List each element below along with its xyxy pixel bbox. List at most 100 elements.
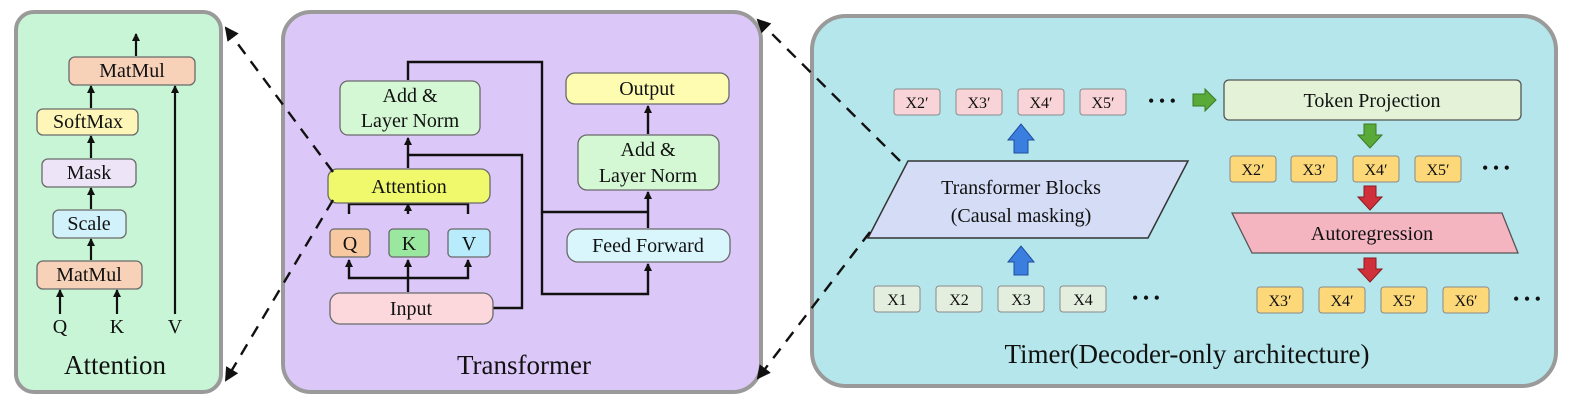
input-token-row: X1 X2 X3 X4 • • • xyxy=(873,285,1160,313)
output-token xyxy=(893,88,941,116)
next-token-label: X4′ xyxy=(1330,293,1353,310)
output-token-label: X5′ xyxy=(1091,95,1114,112)
matmul-top-box xyxy=(68,56,196,86)
projected-token xyxy=(1229,155,1277,183)
input-token-label: X4 xyxy=(1073,292,1093,309)
add-norm-left-box xyxy=(339,80,481,136)
scale-label: Scale xyxy=(67,213,110,235)
residual-top-line xyxy=(406,60,648,214)
add-norm-right-box xyxy=(577,134,720,191)
input-token xyxy=(997,285,1045,313)
next-ellipsis: • • • xyxy=(1513,289,1541,309)
transformer-panel: Add & Layer Norm Attention Q K V Input O… xyxy=(281,10,763,394)
zoom-connectors xyxy=(224,18,901,382)
q-box xyxy=(329,228,371,258)
v-label: V xyxy=(462,233,477,255)
scale-box xyxy=(52,209,127,239)
next-token-label: X5′ xyxy=(1392,293,1415,310)
projected-ellipsis: • • • xyxy=(1482,158,1510,178)
input-token xyxy=(1059,285,1107,313)
projected-token-row: X2′ X3′ X4′ X5′ • • • xyxy=(1229,155,1510,183)
q-label: Q xyxy=(343,233,358,255)
token-projection-box xyxy=(1223,79,1522,121)
next-token xyxy=(1380,286,1428,314)
projected-token xyxy=(1414,155,1462,183)
transformer-blocks-line1: Transformer Blocks xyxy=(941,177,1101,199)
input-v-line xyxy=(408,259,472,280)
add-norm-right-line2: Layer Norm xyxy=(599,165,698,187)
output-token xyxy=(1079,88,1127,116)
timer-panel-title: Timer(Decoder-only architecture) xyxy=(1004,339,1369,369)
mask-label: Mask xyxy=(67,162,111,184)
output-token-label: X2′ xyxy=(905,95,928,112)
k-box xyxy=(388,228,430,258)
output-token-label: X4′ xyxy=(1029,95,1052,112)
input-ellipsis: • • • xyxy=(1132,288,1160,308)
transformer-panel-title: Transformer xyxy=(457,350,591,380)
autoregression-shape xyxy=(1230,212,1519,254)
softmax-box xyxy=(36,108,139,136)
mask-box xyxy=(41,158,137,188)
attention-box xyxy=(327,168,491,204)
attention-panel-title: Attention xyxy=(64,350,166,380)
ff-input-line xyxy=(540,212,652,296)
projected-token-label: X5′ xyxy=(1426,162,1449,179)
add-norm-left-line2: Layer Norm xyxy=(361,110,460,132)
input-q-line xyxy=(345,259,408,280)
output-token-row: X2′ X3′ X4′ X5′ • • • xyxy=(893,88,1176,116)
add-norm-left-line1: Add & xyxy=(383,85,438,107)
input-token-label: X3 xyxy=(1011,292,1031,309)
input-k-label: K xyxy=(110,316,125,338)
projected-token xyxy=(1290,155,1338,183)
projected-token-label: X3′ xyxy=(1302,162,1325,179)
add-norm-right-line1: Add & xyxy=(621,139,676,161)
attention-panel-bg xyxy=(14,10,223,394)
zoom-line-attention-top xyxy=(224,26,334,173)
next-token xyxy=(1256,286,1304,314)
next-token-label: X3′ xyxy=(1268,293,1291,310)
projected-token-label: X2′ xyxy=(1241,162,1264,179)
feed-forward-label: Feed Forward xyxy=(592,235,704,257)
k-label: K xyxy=(402,233,417,255)
output-box xyxy=(565,72,730,105)
next-token xyxy=(1318,286,1366,314)
input-token xyxy=(873,285,921,313)
input-token-label: X2 xyxy=(949,292,969,309)
red-arrow-down-icon xyxy=(1356,185,1384,211)
matmul-top-label: MatMul xyxy=(99,60,165,82)
next-token-label: X6′ xyxy=(1454,293,1477,310)
input-token-label: X1 xyxy=(887,292,907,309)
red-arrow-down-icon xyxy=(1356,257,1384,283)
next-token-row: X3′ X4′ X5′ X6′ • • • xyxy=(1256,286,1541,314)
output-ellipsis: • • • xyxy=(1148,91,1176,111)
zoom-line-attention-bottom xyxy=(224,199,335,382)
transformer-blocks-shape xyxy=(866,160,1190,239)
input-q-label: Q xyxy=(53,316,68,338)
residual-input-line xyxy=(408,153,524,310)
output-token xyxy=(955,88,1003,116)
input-token xyxy=(935,285,983,313)
transformer-connections xyxy=(345,60,652,310)
input-v-label: V xyxy=(168,316,183,338)
output-box-label: Output xyxy=(619,78,675,100)
attention-box-label: Attention xyxy=(371,176,447,198)
feed-forward-box xyxy=(566,228,731,263)
blue-arrow-up-icon xyxy=(1006,245,1036,276)
output-token xyxy=(1017,88,1065,116)
blue-arrow-up-icon xyxy=(1006,123,1036,154)
green-arrow-right-icon xyxy=(1192,87,1217,113)
timer-panel: X2′ X3′ X4′ X5′ • • • Token Projection T… xyxy=(810,14,1558,388)
matmul-bottom-label: MatMul xyxy=(56,264,122,286)
next-token xyxy=(1442,286,1490,314)
input-box xyxy=(329,292,494,325)
transformer-blocks-line2: (Causal masking) xyxy=(951,205,1092,227)
v-box xyxy=(447,228,491,258)
token-projection-label: Token Projection xyxy=(1304,90,1441,112)
green-arrow-down-icon xyxy=(1356,123,1384,149)
qkv-top-bar xyxy=(347,202,470,214)
output-token-label: X3′ xyxy=(967,95,990,112)
autoregression-label: Autoregression xyxy=(1311,223,1433,245)
projected-token xyxy=(1352,155,1400,183)
attention-panel: MatMul SoftMax Mask Scale MatMul Q K V A… xyxy=(14,10,223,394)
